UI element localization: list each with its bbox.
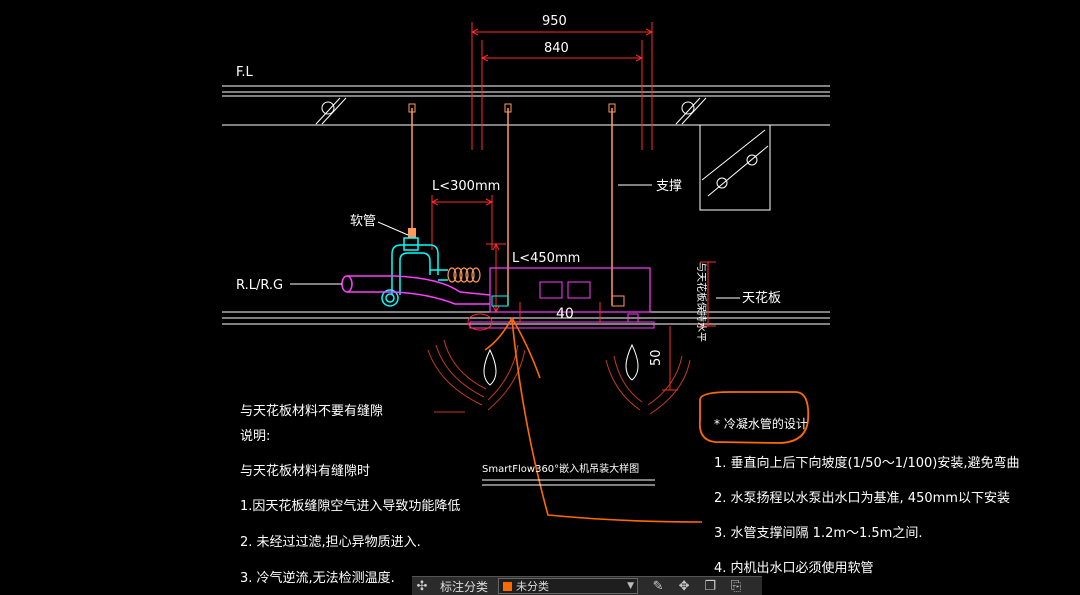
hose-leader xyxy=(377,221,409,236)
annotation-toolbar: ✣ 标注分类 未分类 ▼ ✎ ✥ ❐ ⎘ xyxy=(412,576,762,595)
chevron-down-icon: ▼ xyxy=(627,581,635,591)
length-300-label: L<300mm xyxy=(432,179,500,194)
note-left-3: 与天花板材料有缝隙时 xyxy=(240,463,370,479)
note-left-1: 与天花板材料不要有缝隙 xyxy=(240,403,383,419)
flexible-hose xyxy=(447,267,481,283)
note-left-6: 3. 冷气逆流,无法检测温度. xyxy=(240,570,395,586)
airflow-left xyxy=(427,339,526,413)
hose-label: 软管 xyxy=(350,214,376,229)
note-right-1: 1. 垂直向上后下向坡度(1/50～1/100)安装,避免弯曲 xyxy=(714,455,1019,471)
hanger-rods xyxy=(408,103,616,305)
dimension-40-lines xyxy=(519,302,601,324)
annotation-circle xyxy=(698,391,810,444)
floor-level-label: F.L xyxy=(236,65,254,80)
move-icon[interactable]: ✥ xyxy=(678,578,690,594)
dimension-50: 50 xyxy=(649,349,664,366)
edit-icon[interactable]: ✎ xyxy=(652,578,664,594)
dimension-840: 840 xyxy=(544,41,569,56)
dimension-lines xyxy=(470,22,654,150)
annotation-category-label: 标注分类 xyxy=(440,579,489,594)
airflow-drop-left xyxy=(483,348,497,386)
category-select-value: 未分类 xyxy=(516,580,550,593)
note-left-5: 2. 未经过过滤,担心异物质进入. xyxy=(240,535,421,550)
length-450-dimension xyxy=(486,242,506,314)
note-left-4: 1.因天花板缝隙空气进入导致功能降低 xyxy=(240,498,460,514)
annotation-category-icon[interactable]: ✣ xyxy=(416,578,428,594)
note-right-4: 4. 内机出水口必须使用软管 xyxy=(714,560,874,576)
note-right-3: 3. 水管支撑间隔 1.2m～1.5m之间. xyxy=(714,526,922,541)
copy-icon[interactable]: ❐ xyxy=(704,578,716,594)
vertical-note: 与天花板保持水平 xyxy=(695,262,708,342)
note-left-2: 说明: xyxy=(240,429,270,444)
dimension-950: 950 xyxy=(542,14,567,29)
airflow-right xyxy=(605,355,691,415)
category-select[interactable]: 未分类 ▼ xyxy=(498,578,639,594)
annotation-stroke xyxy=(484,317,703,523)
support-label: 支撑 xyxy=(656,179,682,194)
drawing-caption: SmartFlow360°嵌入机吊装大样图 xyxy=(482,462,639,475)
dimension-40: 40 xyxy=(556,306,574,322)
airflow-drop-right xyxy=(625,343,639,381)
length-300-dimension xyxy=(430,195,494,250)
drain-pipe xyxy=(381,237,448,307)
right-vertical-dimensions xyxy=(662,261,716,391)
refrigerant-pipe xyxy=(341,275,491,305)
category-color-swatch xyxy=(503,581,513,591)
pipe-label: R.L/R.G xyxy=(236,278,283,293)
note-right-2: 2. 水泵扬程以水泵出水口为基准, 450mm以下安装 xyxy=(714,491,1010,506)
floor-slab xyxy=(222,85,830,211)
note-right-title: * 冷凝水管的设计 xyxy=(714,416,808,431)
toolbar-tools: ✎ ✥ ❐ ⎘ xyxy=(648,579,746,594)
ceiling-label: 天花板 xyxy=(742,290,781,306)
indoor-unit xyxy=(467,267,655,331)
paste-icon[interactable]: ⎘ xyxy=(730,578,742,594)
length-450-label: L<450mm xyxy=(512,251,580,266)
